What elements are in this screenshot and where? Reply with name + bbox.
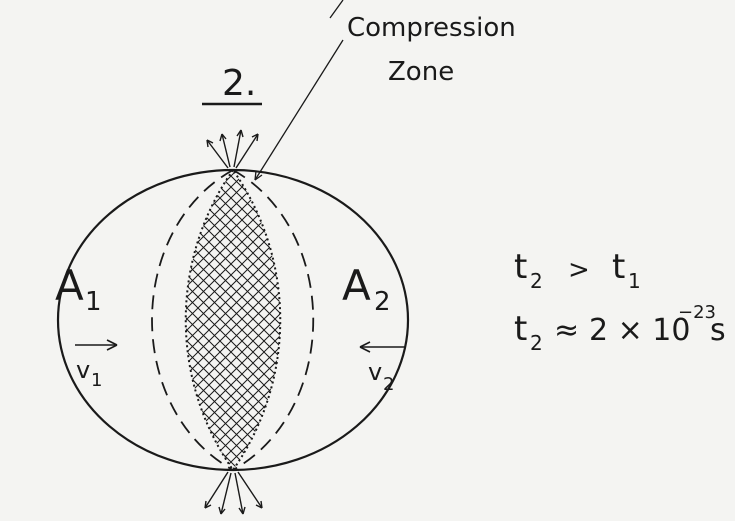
annotation-leader-line — [254, 39, 344, 181]
right-nucleus-label: A 2 — [342, 261, 391, 317]
right-nucleus-outline — [232, 168, 410, 472]
annotation-leader-tick — [329, 0, 344, 19]
svg-text:2: 2 — [530, 331, 543, 355]
top-emission-arrows — [206, 129, 259, 169]
svg-text:A: A — [55, 261, 84, 310]
left-nucleus-label: A 1 — [55, 261, 102, 317]
svg-text:v: v — [76, 356, 90, 384]
equation-time-order: t 2 > t 1 — [514, 247, 641, 293]
svg-text:1: 1 — [91, 370, 102, 391]
right-velocity-arrow: v 2 — [359, 341, 405, 395]
svg-text:1: 1 — [628, 269, 641, 293]
svg-text:2 × 10: 2 × 10 — [589, 313, 690, 348]
annotation-line2: Zone — [388, 57, 454, 87]
annotation-line1: Compression — [347, 13, 516, 43]
annotation-leader-arrowhead — [254, 170, 263, 181]
left-velocity-arrow: v 1 — [75, 339, 118, 391]
svg-text:2: 2 — [383, 374, 394, 395]
svg-text:2: 2 — [374, 287, 391, 317]
svg-text:−23: −23 — [678, 302, 716, 323]
left-dashed-arc — [151, 169, 234, 471]
svg-text:s: s — [710, 313, 726, 348]
svg-text:>: > — [568, 255, 590, 285]
right-dashed-arc — [232, 169, 314, 471]
svg-text:A: A — [342, 261, 371, 310]
svg-text:t: t — [514, 247, 527, 287]
svg-text:≈: ≈ — [554, 313, 579, 348]
svg-text:2: 2 — [530, 269, 543, 293]
svg-text:t: t — [612, 247, 625, 287]
panel-label: 2. — [222, 63, 256, 104]
left-nucleus-outline — [56, 168, 234, 472]
bottom-emission-arrows — [204, 471, 263, 515]
svg-text:t: t — [514, 309, 527, 349]
svg-text:1: 1 — [85, 287, 102, 317]
compression-zone — [184, 168, 282, 472]
svg-text:v: v — [368, 358, 382, 386]
equation-time-value: t 2 ≈ 2 × 10 −23 s — [514, 302, 726, 355]
